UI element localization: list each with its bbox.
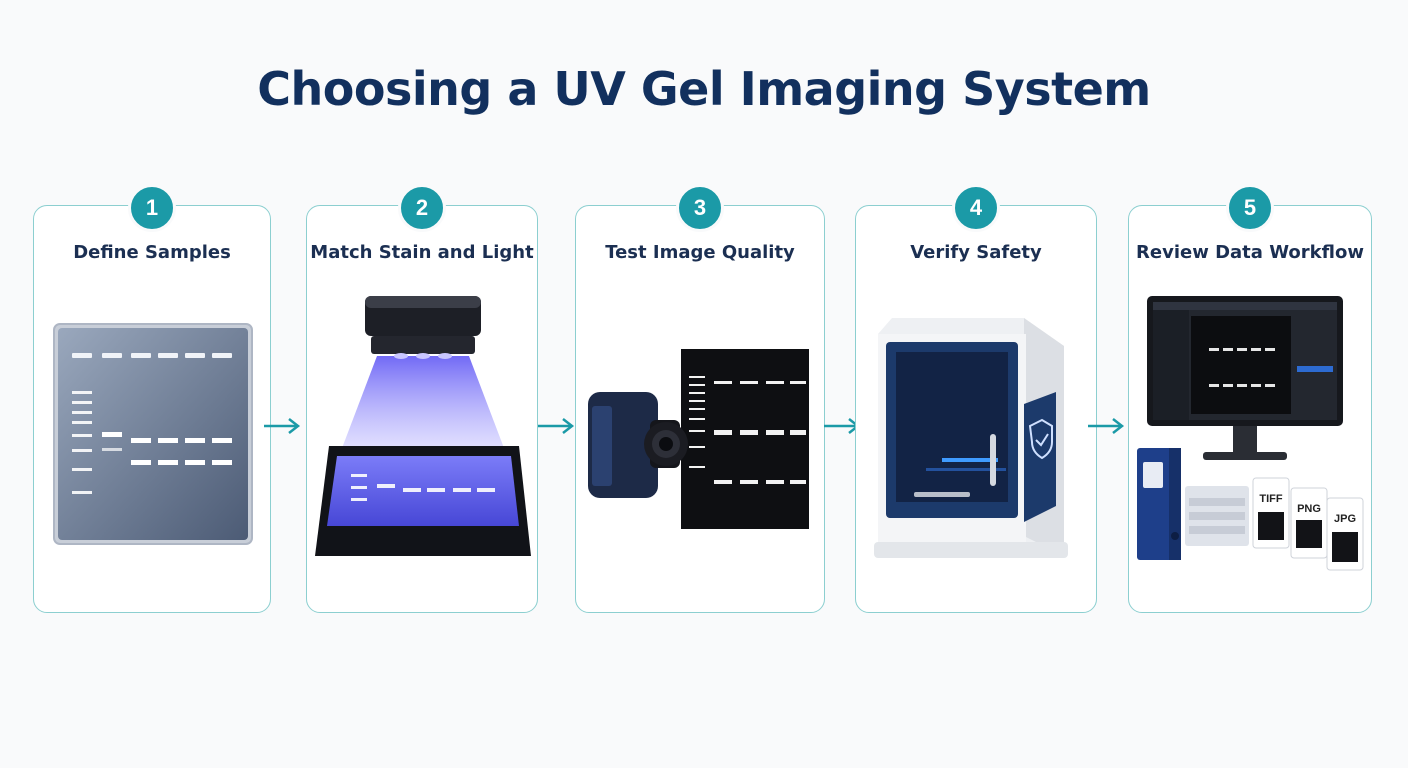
step-card-1: 1 Define Samples xyxy=(33,184,271,613)
step-number-badge: 1 xyxy=(128,184,176,232)
step-card-3: 3 Test Image Quality xyxy=(575,184,825,613)
step-label: Define Samples xyxy=(73,242,231,263)
step-card-5: 5 Review Data Workflow xyxy=(1128,184,1372,613)
step-card-4: 4 Verify Safety xyxy=(855,184,1097,613)
file-format-icon: PNG xyxy=(1290,487,1328,559)
step-label: Match Stain and Light xyxy=(310,242,534,263)
step-number-badge: 4 xyxy=(952,184,1000,232)
step-number-badge: 3 xyxy=(676,184,724,232)
arrow-right-icon xyxy=(264,418,301,434)
camera-icon xyxy=(588,349,809,529)
file-format-label: JPG xyxy=(1334,513,1356,525)
step-label: Verify Safety xyxy=(910,242,1042,263)
monitor-icon: TIFF PNG JPG xyxy=(1137,296,1364,571)
page-title: Choosing a UV Gel Imaging System xyxy=(257,62,1151,116)
step-label: Review Data Workflow xyxy=(1136,242,1364,263)
step-label: Test Image Quality xyxy=(605,242,795,263)
binder-icon xyxy=(1137,448,1181,560)
file-format-label: PNG xyxy=(1297,503,1321,515)
step-number-badge: 2 xyxy=(398,184,446,232)
file-format-label: TIFF xyxy=(1259,493,1282,505)
file-format-icon: JPG xyxy=(1326,497,1364,571)
imaging-cabinet-icon xyxy=(874,318,1068,558)
arrow-right-icon xyxy=(1088,418,1125,434)
uv-lamp-icon xyxy=(315,296,531,556)
arrow-right-icon xyxy=(538,418,575,434)
gel-image-icon xyxy=(681,349,809,529)
gel-plate-icon xyxy=(53,323,253,545)
shield-check-icon xyxy=(1028,418,1053,460)
step-number-badge: 5 xyxy=(1226,184,1274,232)
step-card-2: 2 Match Stain and Light xyxy=(306,184,538,613)
file-format-icon: TIFF xyxy=(1252,477,1290,549)
